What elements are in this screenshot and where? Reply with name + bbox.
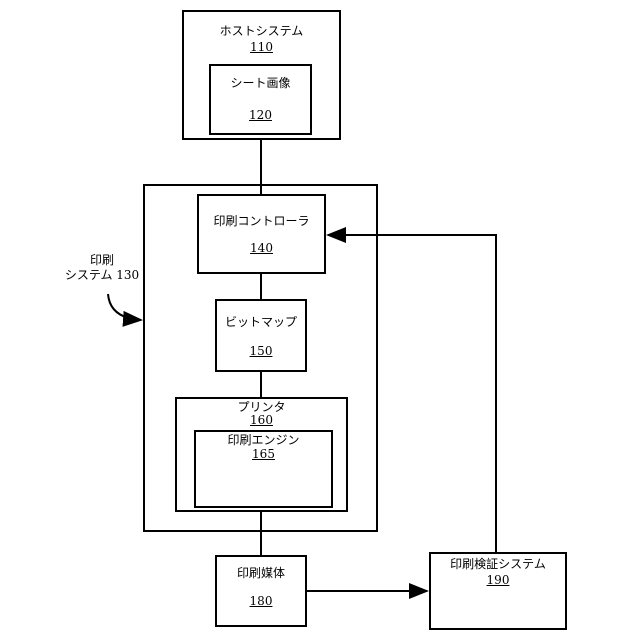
print-system-label-line1: 印刷: [60, 253, 144, 268]
print-system-label: 印刷 システム 130: [60, 253, 144, 283]
printer-number: 160: [177, 413, 346, 427]
host-system-number: 110: [184, 40, 339, 54]
sheet-image-number: 120: [211, 108, 310, 122]
print-system-pointer-arrow: [108, 294, 141, 320]
print-controller-label: 印刷コントローラ: [199, 214, 324, 228]
bitmap-box: ビットマップ 150: [215, 299, 307, 372]
print-controller-number: 140: [199, 241, 324, 255]
print-verification-number: 190: [431, 573, 565, 587]
sheet-image-box: シート画像 120: [209, 64, 312, 135]
print-controller-box: 印刷コントローラ 140: [197, 194, 326, 274]
print-media-number: 180: [217, 594, 305, 608]
print-verification-box: 印刷検証システム 190: [429, 552, 567, 630]
print-engine-label: 印刷エンジン: [196, 433, 331, 447]
print-media-label: 印刷媒体: [217, 566, 305, 580]
print-engine-box: 印刷エンジン 165: [194, 430, 333, 508]
host-system-label: ホストシステム: [184, 24, 339, 38]
printer-label: プリンタ: [177, 400, 346, 414]
print-engine-number: 165: [196, 447, 331, 461]
print-system-label-line2: システム 130: [60, 268, 144, 283]
print-media-box: 印刷媒体 180: [215, 555, 307, 627]
bitmap-number: 150: [217, 344, 305, 358]
bitmap-label: ビットマップ: [217, 315, 305, 329]
print-verification-label: 印刷検証システム: [431, 557, 565, 571]
sheet-image-label: シート画像: [211, 76, 310, 90]
